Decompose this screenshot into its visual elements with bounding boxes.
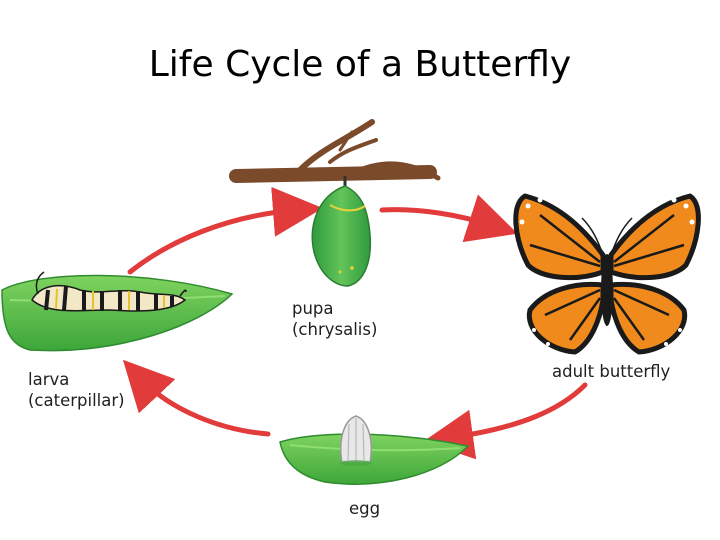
label-pupa-line1: pupa xyxy=(292,299,334,318)
label-larva-line1: larva xyxy=(28,370,70,389)
caterpillar-icon xyxy=(31,271,187,312)
label-adult-line1: adult butterfly xyxy=(552,362,671,381)
label-pupa-line2: (chrysalis) xyxy=(292,320,378,339)
arrow-adult-to-egg xyxy=(423,382,588,460)
label-egg-line1: egg xyxy=(349,499,381,518)
label-larva-line2: (caterpillar) xyxy=(28,391,125,410)
label-egg: egg xyxy=(349,498,380,519)
butterfly-icon xyxy=(513,193,701,355)
egg-icon xyxy=(340,415,372,466)
arrow-larva-to-pupa xyxy=(127,186,323,275)
arrow-egg-to-larva xyxy=(122,359,271,437)
label-larva: larva (caterpillar) xyxy=(28,369,125,411)
egg-leaf-icon xyxy=(279,433,470,485)
cycle-arrows xyxy=(122,186,588,460)
page-title: Life Cycle of a Butterfly xyxy=(148,44,572,85)
label-pupa: pupa (chrysalis) xyxy=(292,298,377,340)
arrow-pupa-to-adult xyxy=(379,194,518,243)
branch xyxy=(229,119,441,183)
chrysalis-icon xyxy=(311,176,372,287)
label-adult-butterfly: adult butterfly xyxy=(552,361,670,382)
